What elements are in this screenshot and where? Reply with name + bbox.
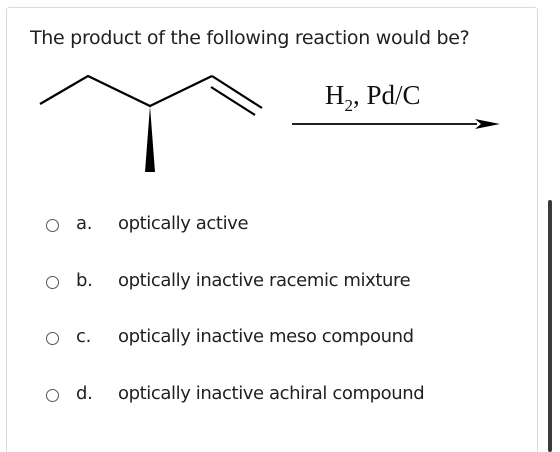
- option-text-c[interactable]: optically inactive meso compound: [118, 326, 414, 347]
- option-text-b[interactable]: optically inactive racemic mixture: [118, 269, 411, 291]
- reagent-subscript: 2: [345, 96, 354, 115]
- option-text-a[interactable]: optically active: [118, 213, 249, 234]
- option-letter-a: a.: [76, 213, 93, 234]
- radio-button-a[interactable]: [46, 219, 59, 232]
- reagent-h: H: [325, 80, 345, 110]
- reagent-label: H2, Pd/C: [325, 80, 421, 115]
- radio-button-d[interactable]: [46, 388, 59, 402]
- option-letter-d: d.: [76, 382, 93, 404]
- answer-options: a. optically active b. optically inactiv…: [30, 208, 510, 434]
- option-letter-c: c.: [76, 326, 92, 347]
- radio-button-c[interactable]: [46, 332, 59, 345]
- reaction-scheme-svg: H2, Pd/C: [39, 74, 500, 172]
- reagent-catalyst: , Pd/C: [353, 80, 421, 110]
- reaction-scheme-image: H2, Pd/C: [30, 68, 508, 178]
- reaction-arrow-head: [475, 119, 500, 129]
- radio-button-b[interactable]: [46, 275, 59, 289]
- option-d[interactable]: d. optically inactive achiral compound: [30, 378, 510, 435]
- option-b[interactable]: b. optically inactive racemic mixture: [30, 265, 510, 322]
- wedge-bond: [145, 106, 155, 172]
- option-letter-b: b.: [76, 269, 93, 291]
- question-text: The product of the following reaction wo…: [30, 27, 470, 49]
- scrollbar[interactable]: [548, 200, 552, 452]
- option-a[interactable]: a. optically active: [30, 208, 510, 265]
- alkene-bond-outer: [211, 75, 263, 109]
- option-text-d[interactable]: optically inactive achiral compound: [118, 382, 425, 404]
- carbon-chain: [39, 74, 213, 108]
- alkene-bond-inner: [210, 86, 256, 116]
- option-c[interactable]: c. optically inactive meso compound: [30, 321, 510, 378]
